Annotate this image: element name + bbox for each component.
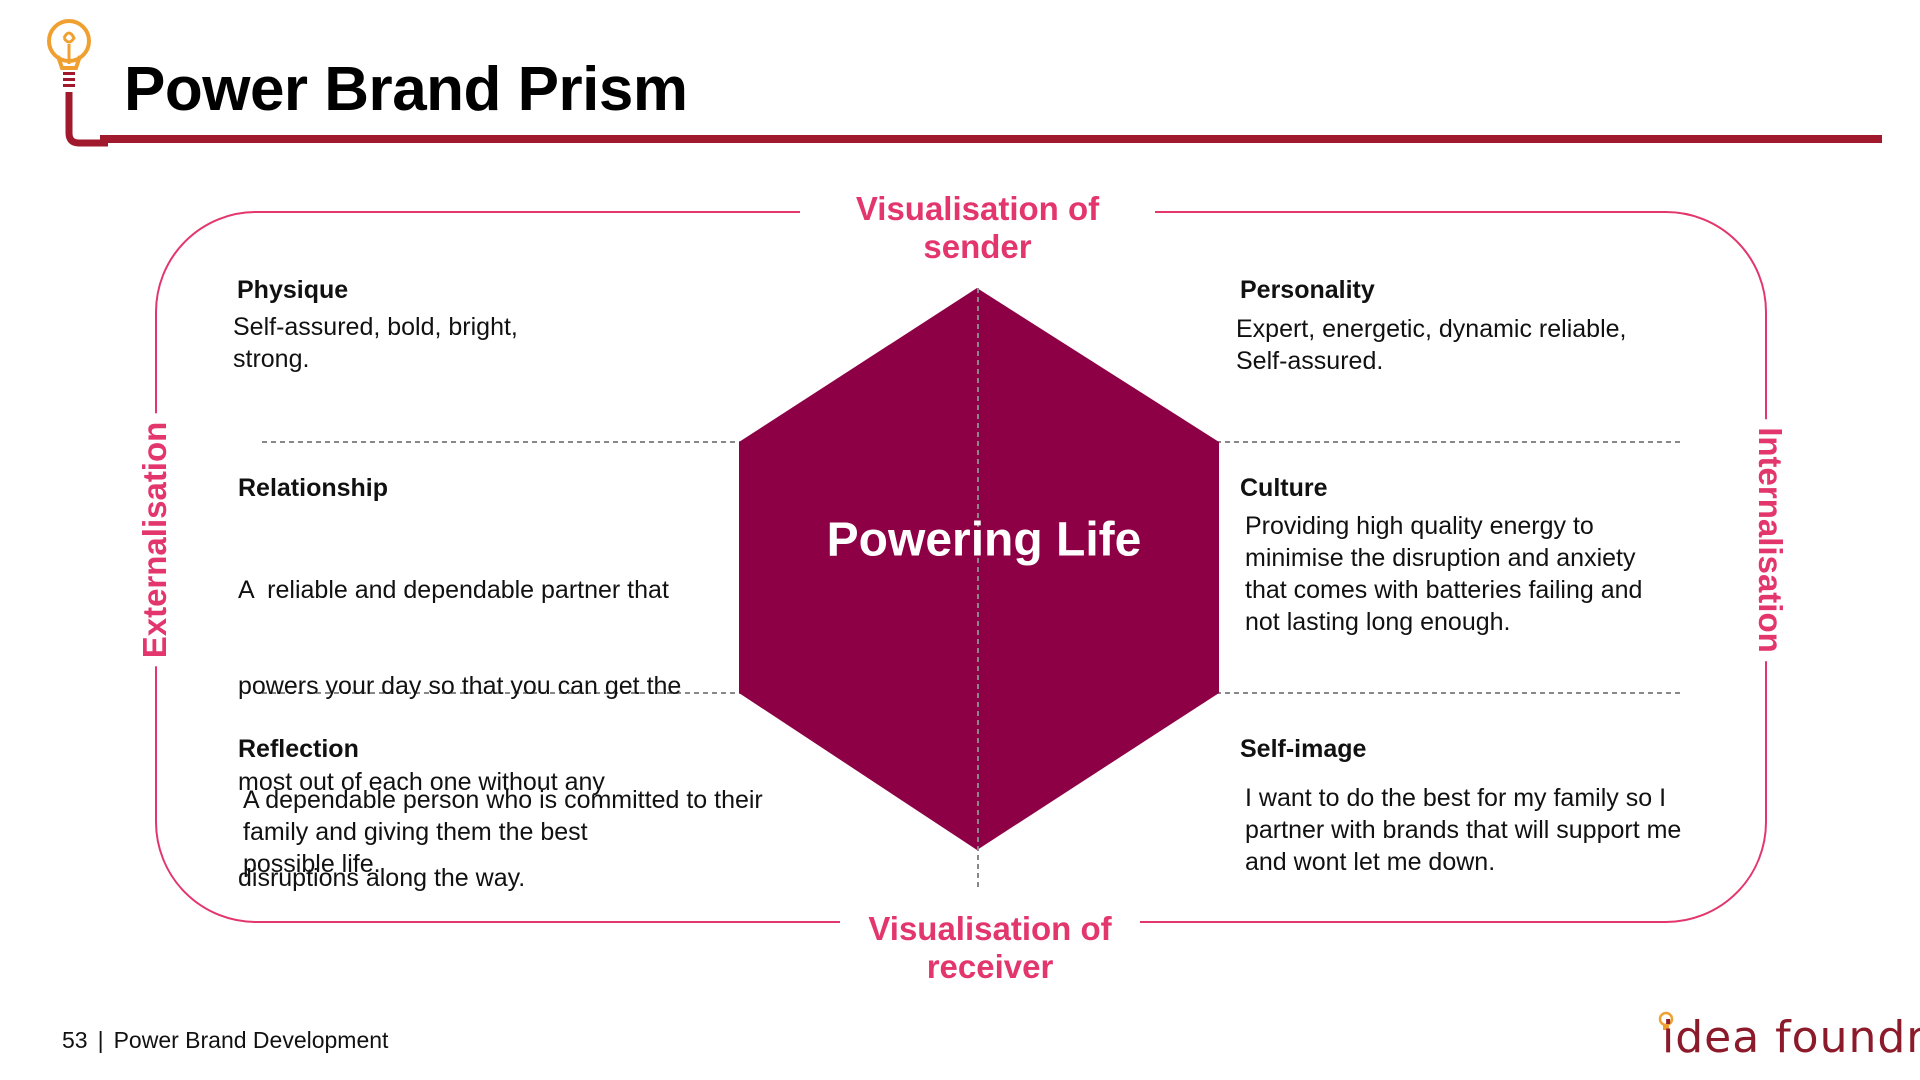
facet-title-physique: Physique [237, 276, 349, 304]
axis-label-sender: Visualisation of sender [800, 190, 1155, 266]
brand-logo: idea foundry [1662, 1012, 1920, 1063]
facet-title-self-image: Self-image [1240, 735, 1367, 763]
facet-text-personality: Expert, energetic, dynamic reliable, Sel… [1236, 315, 1627, 375]
page-title: Power Brand Prism [124, 55, 688, 124]
facet-text-culture: Providing high quality energy to minimis… [1245, 512, 1643, 636]
facet-title-personality: Personality [1240, 276, 1375, 304]
facet-title-relationship: Relationship [238, 474, 389, 502]
facet-text-reflection: A dependable person who is committed to … [243, 786, 763, 878]
facet-title-culture: Culture [1240, 474, 1328, 502]
facet-title-reflection: Reflection [238, 735, 359, 763]
facet-text-self-image: I want to do the best for my family so I… [1245, 784, 1682, 876]
axis-label-receiver: Visualisation of receiver [840, 910, 1140, 986]
logo-bulb-icon [1658, 1011, 1674, 1030]
page-number: 53 [62, 1027, 88, 1053]
footer-separator: | [97, 1027, 104, 1053]
footer: 53 | Power Brand Development [62, 1027, 388, 1054]
facet-text-relationship: A reliable and dependable partner that p… [238, 576, 682, 892]
core-label: Powering Life [826, 513, 1142, 567]
axis-label-internalisation: Internalisation [1751, 419, 1789, 661]
footer-section: Power Brand Development [113, 1027, 389, 1053]
header-rule [100, 135, 1882, 143]
lightbulb-logo-icon [47, 19, 108, 147]
axis-label-externalisation: Externalisation [136, 413, 174, 667]
facet-text-physique: Self-assured, bold, bright, strong. [233, 313, 518, 373]
